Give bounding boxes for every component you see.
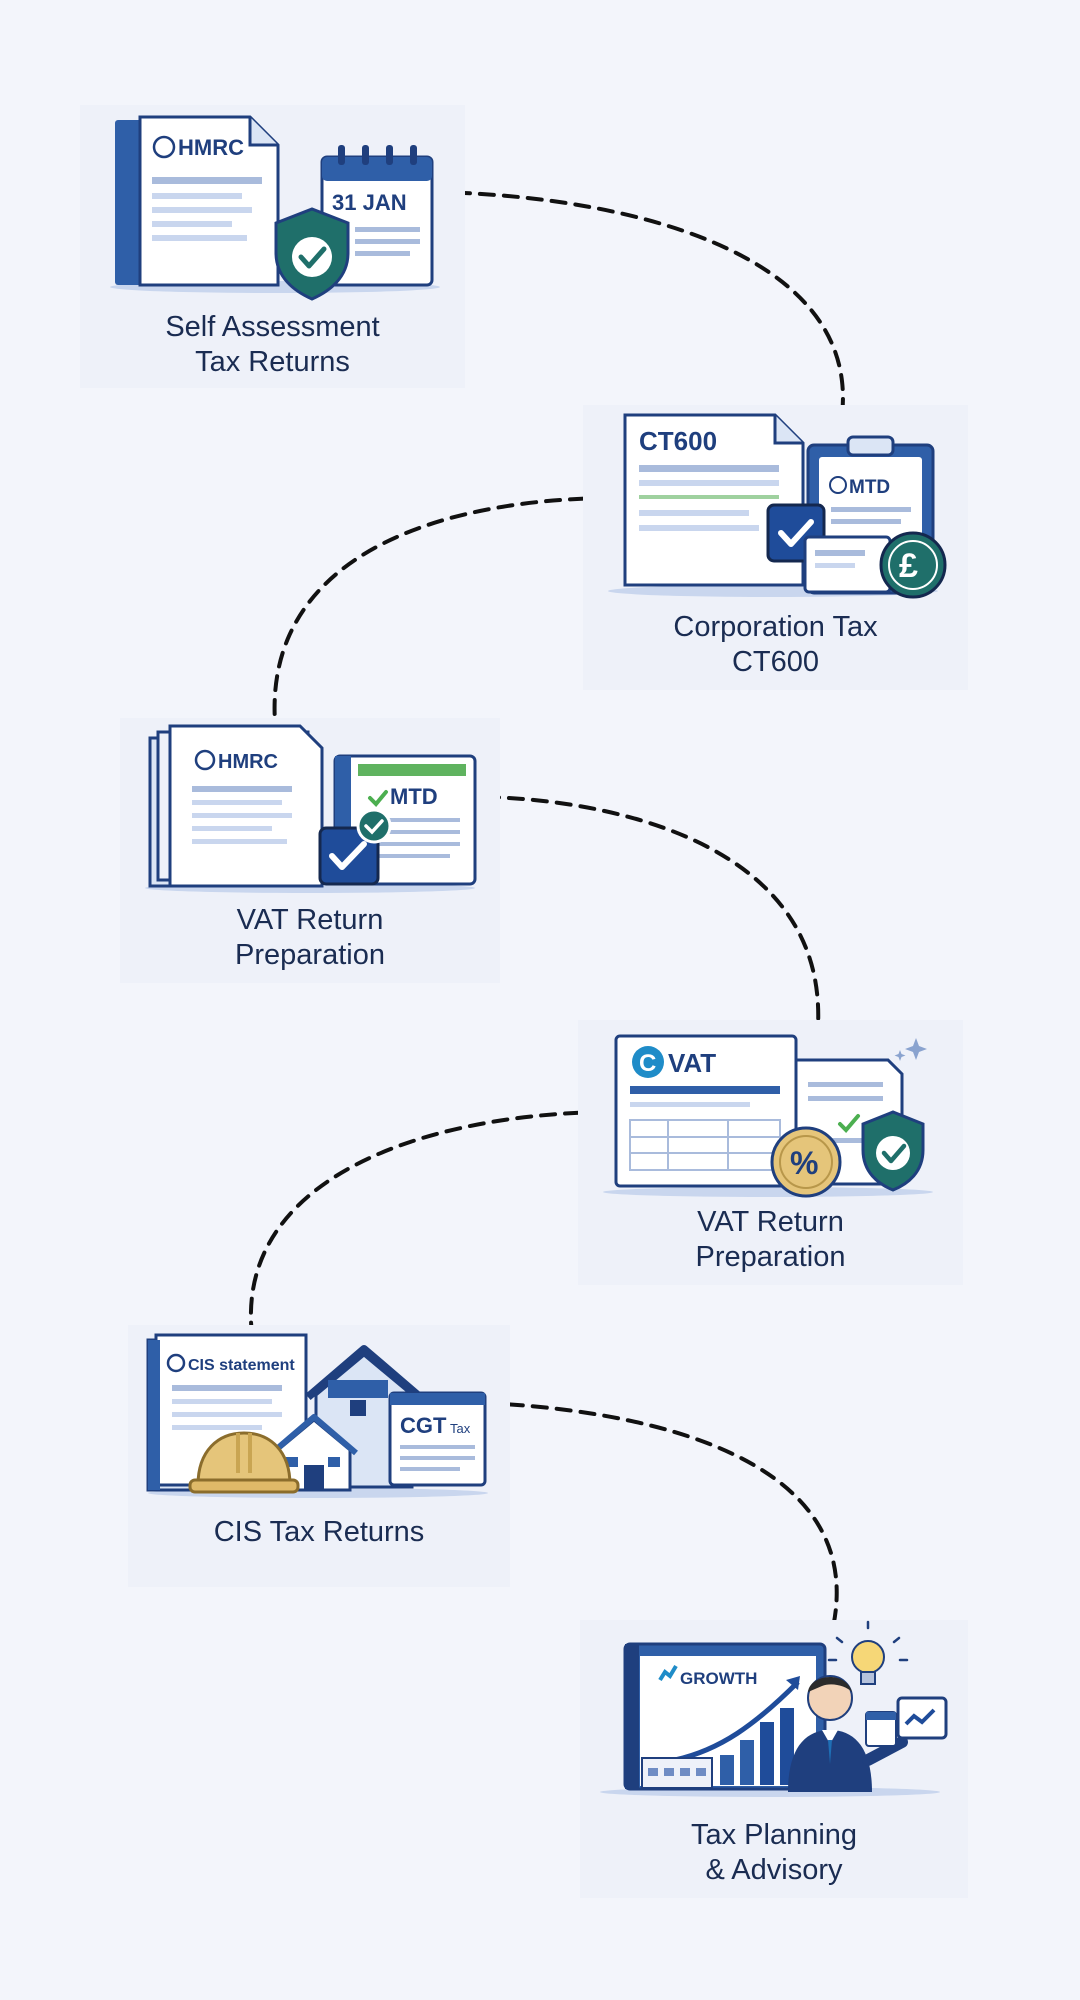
service-label: Self Assessment Tax Returns [80, 310, 465, 380]
service-card-corporation-tax: CT600 MTD [583, 405, 968, 690]
cis-statement-text: CIS statement [188, 1357, 295, 1374]
pound-coin-icon: £ [879, 531, 947, 599]
hmrc-logo-text: HMRC [218, 751, 278, 773]
hmrc-crest-icon [152, 135, 176, 159]
connector-3-4 [483, 795, 821, 1072]
cgt-sign-icon: CGT Tax [388, 1391, 487, 1487]
svg-text:C: C [639, 1050, 656, 1077]
service-title-line1: Corporation Tax [673, 611, 878, 643]
service-title-line2: Preparation [695, 1241, 846, 1273]
service-card-vat-return: C VAT % V [578, 1020, 963, 1285]
connector-2-3 [272, 496, 610, 724]
service-label: Tax Planning & Advisory [580, 1818, 968, 1888]
service-label: VAT Return Preparation [120, 903, 500, 973]
cgt-sign-text: CGT [400, 1413, 447, 1438]
service-label: Corporation Tax CT600 [583, 610, 968, 680]
service-title-line2: Preparation [235, 939, 385, 971]
service-label: CIS Tax Returns [128, 1515, 510, 1550]
calendar-icon [865, 1711, 897, 1747]
percent-coin-icon: % [770, 1126, 842, 1198]
connector-5-6 [483, 1401, 839, 1642]
service-title-line1: Tax Planning [690, 1819, 858, 1851]
vat-form-illustration: C VAT % [603, 1034, 933, 1198]
service-title-line1: VAT Return [697, 1206, 844, 1238]
service-title-line1: Self Assessment [165, 311, 380, 343]
shield-check-icon [861, 1110, 925, 1192]
service-title-line1: VAT Return [236, 904, 384, 936]
service-title-line2: CT600 [731, 646, 820, 678]
service-title-line2: & Advisory [705, 1854, 843, 1886]
connector-1-2 [430, 190, 845, 417]
growth-screen-text: GROWTH [680, 1669, 757, 1688]
service-card-cis-tax-returns: CIS statement CGT Tax [128, 1325, 510, 1587]
corporation-tax-illustration: CT600 MTD [608, 413, 947, 599]
cis-crest-icon [166, 1353, 186, 1373]
growth-monitor-icon: GROWTH [623, 1642, 827, 1791]
calendar-date-text: 31 JAN [332, 190, 407, 215]
service-label: VAT Return Preparation [578, 1205, 963, 1275]
vat-logo-icon: C [632, 1046, 664, 1078]
check-icon [318, 808, 392, 886]
vat-mtd-illustration: HMRC MTD [145, 724, 477, 893]
tax-planning-illustration: GROWTH [600, 1620, 948, 1797]
mtd-clipboard-text: MTD [849, 477, 890, 498]
cis-illustration: CIS statement CGT Tax [146, 1333, 488, 1498]
chart-card-icon [896, 1696, 948, 1740]
sparkle-icon [894, 1038, 927, 1061]
connector-4-5 [248, 1110, 605, 1337]
svg-text:£: £ [899, 547, 918, 585]
self-assessment-illustration: HMRC 31 JAN [110, 115, 440, 301]
service-title-line1: CIS Tax Returns [213, 1516, 425, 1548]
hmrc-logo-text: HMRC [178, 135, 244, 160]
service-card-vat-return-mtd: HMRC MTD [120, 718, 500, 983]
hmrc-crest-icon [194, 749, 216, 771]
service-card-tax-planning: GROWTH [580, 1620, 968, 1898]
house-icon [270, 1345, 423, 1492]
mtd-screen-text: MTD [390, 784, 438, 809]
ct600-form-text: CT600 [639, 426, 717, 456]
svg-text:%: % [790, 1145, 818, 1181]
service-card-self-assessment: HMRC 31 JAN [80, 105, 465, 388]
shield-check-icon [274, 207, 350, 301]
vat-form-text: VAT [668, 1048, 716, 1078]
hard-hat-icon [188, 1431, 300, 1494]
cgt-sign-subtext: Tax [450, 1421, 471, 1436]
advisor-person-icon [788, 1675, 908, 1792]
lightbulb-icon [827, 1620, 909, 1685]
service-title-line2: Tax Returns [195, 346, 350, 378]
